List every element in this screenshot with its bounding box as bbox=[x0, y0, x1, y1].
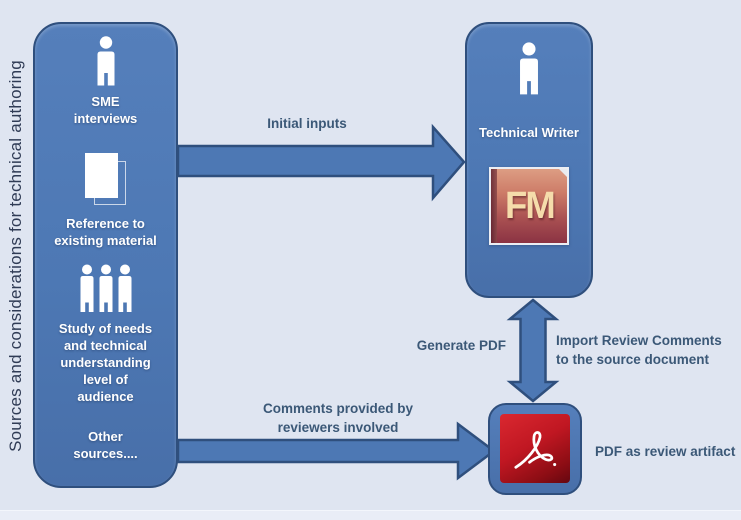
initial-inputs-label: Initial inputs bbox=[267, 116, 347, 131]
acrobat-pdf-icon bbox=[500, 414, 570, 483]
sources-box: SME interviews Reference to existing mat… bbox=[33, 22, 178, 488]
framemaker-icon: FM bbox=[489, 167, 569, 245]
generate-pdf-label: Generate PDF bbox=[416, 338, 506, 353]
person-icon bbox=[520, 42, 538, 95]
technical-writer-box: Technical Writer FM bbox=[465, 22, 593, 298]
pdf-as-review-artifact-label: PDF as review artifact bbox=[595, 444, 736, 459]
initial-inputs-arrow bbox=[176, 123, 466, 202]
technical-writer-label: Technical Writer bbox=[479, 125, 579, 140]
document-front-page bbox=[84, 153, 118, 198]
person-icon bbox=[97, 36, 114, 86]
sources-item-reference-label: Reference to existing material bbox=[54, 216, 157, 248]
framemaker-icon-face: FM bbox=[491, 169, 567, 243]
sources-item-study-label: Study of needs and technical understandi… bbox=[58, 321, 153, 404]
sources-item-other-label: Other sources.... bbox=[73, 429, 138, 461]
people-icon bbox=[80, 264, 131, 312]
side-title: Sources and considerations for technical… bbox=[6, 60, 25, 452]
bottom-strip bbox=[0, 510, 741, 520]
framemaker-logo-text: FM bbox=[504, 184, 556, 227]
comments-provided-label: Comments provided by reviewers involved bbox=[262, 401, 414, 435]
comments-arrow bbox=[176, 421, 497, 481]
import-review-comments-label: Import Review Comments to the source doc… bbox=[556, 333, 722, 367]
document-icon bbox=[84, 153, 127, 206]
sources-item-sme-label: SME interviews bbox=[73, 94, 138, 126]
pdf-artifact-box bbox=[488, 403, 582, 495]
generate-import-double-arrow bbox=[506, 298, 560, 403]
acrobat-swoosh-icon bbox=[514, 430, 557, 469]
